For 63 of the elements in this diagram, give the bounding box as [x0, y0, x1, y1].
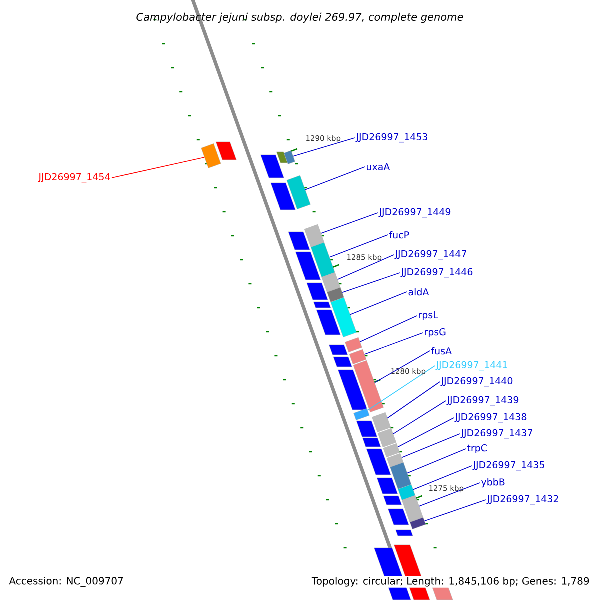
leader-line	[305, 166, 366, 190]
gene-label: trpC	[467, 444, 487, 454]
leader-line	[364, 332, 424, 355]
gene-label: JJD26997_1446	[400, 268, 473, 278]
leader-line	[337, 254, 394, 280]
gene-block	[304, 224, 325, 248]
leader-line	[367, 366, 436, 411]
leader-line	[419, 482, 480, 507]
gene-label: aldA	[408, 288, 430, 296]
gene-block	[330, 297, 357, 338]
leader-line	[350, 292, 408, 316]
leader-line	[393, 400, 446, 434]
leader-line	[329, 234, 388, 258]
gene-block	[402, 495, 424, 523]
gene-label: JJD26997_1441	[436, 361, 508, 371]
gene-block	[372, 412, 392, 433]
leader-line	[413, 466, 472, 490]
gene-label: JJD26997_1454	[38, 173, 110, 183]
gene-block	[327, 287, 344, 303]
gene-block	[386, 453, 404, 468]
gene-block	[284, 150, 296, 164]
gene-block	[383, 443, 400, 458]
title: Campylobacter jejuni subsp. doylei 269.97, complete genome	[136, 12, 464, 24]
leader-line	[112, 157, 205, 178]
gene-label: JJD26997_1432	[486, 495, 558, 505]
leader-line	[320, 212, 378, 234]
gene-label: fusA	[431, 347, 452, 355]
gene-label: uxaA	[367, 163, 390, 171]
gene-block	[201, 144, 222, 168]
genome-info-text: Topology: circular; Length: 1,845,106 bp; Genes: 1,789	[310, 576, 591, 588]
leader-line	[387, 382, 440, 419]
gene-block	[310, 242, 336, 278]
gene-label: rpsL	[419, 312, 438, 320]
leader-line	[293, 138, 356, 157]
leader-line	[402, 434, 460, 458]
gene-label: JJD26997_1449	[378, 208, 451, 218]
gene-block	[286, 175, 311, 210]
gene-label: JJD26997_1437	[460, 429, 532, 439]
gene-block	[322, 272, 341, 293]
gene-block	[398, 484, 416, 501]
accession-text: Accession: NC_009707	[9, 577, 124, 587]
gene-block	[378, 428, 397, 448]
gene-block	[390, 462, 412, 490]
gene-block	[345, 337, 362, 353]
gene-label: JJD26997_1439	[446, 396, 519, 406]
gene-label: fucP	[389, 231, 410, 239]
gene-block	[410, 517, 426, 530]
gene-label: JJD26997_1438	[454, 413, 527, 423]
gene-block	[349, 349, 367, 365]
gene-label: JJD26997_1440	[440, 377, 513, 387]
leader-line	[407, 448, 466, 474]
leader-line	[398, 418, 454, 448]
leader-line	[424, 500, 486, 522]
leader-line	[360, 316, 418, 342]
leader-line	[374, 350, 430, 384]
gene-label: ybbB	[481, 478, 505, 488]
gene-block	[353, 360, 384, 413]
gene-label: JJD26997_1435	[472, 461, 544, 471]
gene-label: JJD26997_1447	[394, 250, 466, 260]
gene-label: JJD26997_1453	[356, 133, 428, 143]
gene-label: rpsG	[425, 328, 446, 338]
gene-block	[354, 408, 370, 421]
leader-line	[342, 272, 400, 294]
